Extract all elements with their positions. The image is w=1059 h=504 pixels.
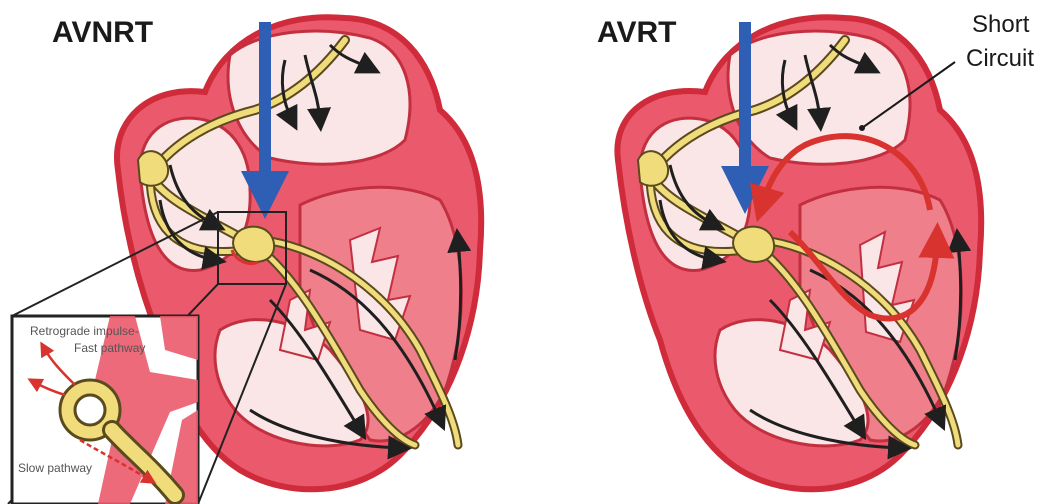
sa-node [138, 151, 168, 186]
inset-label-fast-pathway: Fast pathway [74, 341, 145, 355]
left-atrium [228, 31, 410, 164]
inset-label-slow-pathway: Slow pathway [18, 461, 92, 475]
av-node [233, 227, 274, 262]
avnrt-title: AVNRT [52, 16, 153, 49]
inset-magnification: Retrograde impulse- Fast pathway Slow pa… [12, 316, 198, 504]
heart-illustration [617, 17, 981, 489]
avnrt-panel: AVNRT [8, 16, 481, 504]
callout-circuit: Circuit [966, 45, 1034, 72]
inset-label-retrograde: Retrograde impulse- [30, 324, 139, 338]
sa-node [638, 151, 668, 186]
pathway-loop-core [75, 395, 105, 425]
av-node [733, 227, 774, 262]
avrt-title: AVRT [597, 16, 676, 49]
avrt-panel: AVRT [597, 11, 1034, 489]
callout-dot [859, 125, 865, 131]
callout-short: Short [972, 11, 1030, 38]
